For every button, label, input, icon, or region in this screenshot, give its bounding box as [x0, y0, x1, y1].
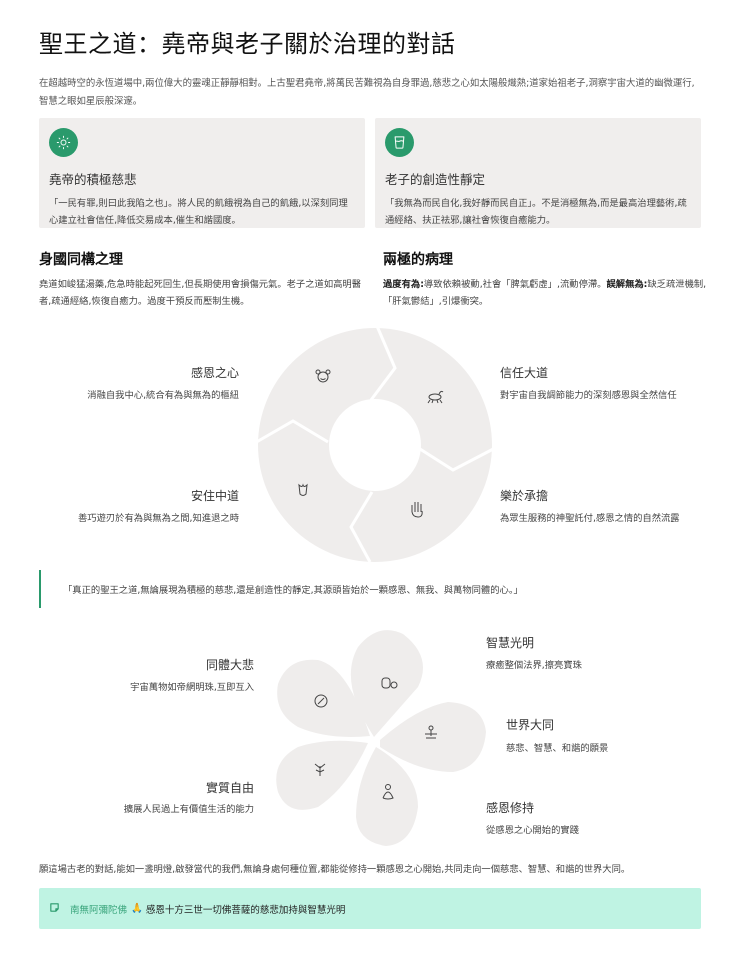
sprout-icon	[314, 763, 326, 776]
bold-label: 過度有為:	[383, 279, 424, 290]
flower-bud-icon	[298, 483, 308, 496]
ant-icon	[427, 390, 444, 404]
card-text: 「一民有罪,則曰此我陷之也」。將人民的飢餓視為自己的飢餓,以深刻同理心建立社會信…	[49, 198, 348, 226]
cycle-item-title: 信任大道	[500, 366, 549, 380]
cycle-diagram	[258, 328, 492, 562]
child-face-icon	[315, 369, 331, 383]
petal-item-title: 實質自由	[205, 781, 254, 795]
petal-item-desc: 擴展人民過上有價值生活的能力	[123, 804, 254, 815]
page-title: 聖王之道：堯帝與老子關於治理的對話	[39, 30, 456, 58]
meditation-icon	[425, 725, 437, 739]
callout-text: 感恩十方三世一切佛菩薩的慈悲加持與智慧光明	[145, 904, 346, 916]
card-laozi: 老子的創造性靜定 「我無為而民自化,我好靜而民自正」。不是消極無為,而是最高治理…	[375, 118, 701, 228]
text: 缺乏疏泄機制,「肝氣鬱結」,引爆衝突。	[383, 279, 707, 307]
callout-green-text: 南無阿彌陀佛	[70, 904, 128, 916]
section-title: 身國同構之理	[39, 252, 123, 268]
praying-hands-icon: 🙏	[131, 903, 143, 914]
card-title: 老子的創造性靜定	[385, 172, 486, 187]
cycle-item-desc: 為眾生服務的神聖託付,感恩之情的自然流露	[500, 513, 680, 524]
note-icon	[49, 902, 60, 916]
petal-item-title: 智慧光明	[486, 636, 535, 650]
section-title: 兩極的病理	[383, 252, 453, 268]
closing-paragraph: 願這場古老的對話,能如一盞明燈,啟發當代的我們,無論身處何種位置,都能從修持一顆…	[39, 864, 631, 875]
section-text: 堯道如峻猛湯藥,危急時能起死回生,但長期使用會損傷元氣。老子之道如高明醫者,疏通…	[39, 279, 362, 307]
quote-block: 「真正的聖王之道,無論展現為積極的慈悲,還是創造性的靜定,其源頭皆始於一顆感恩、…	[39, 570, 701, 608]
petal-item-desc: 宇宙萬物如帝網明珠,互即互入	[130, 682, 254, 693]
petal-item-title: 感恩修持	[486, 801, 535, 815]
compass-icon	[314, 694, 328, 708]
petal-diagram	[276, 630, 486, 846]
card-yao: 堯帝的積極慈悲 「一民有罪,則曰此我陷之也」。將人民的飢餓視為自己的飢餓,以深刻…	[39, 118, 365, 228]
hand-icon	[411, 502, 423, 518]
intro-paragraph: 在超越時空的永恆道場中,兩位偉大的靈魂正靜靜相對。上古聖君堯帝,將萬民苦難視為自…	[39, 78, 695, 107]
petal-item-desc: 慈悲、智慧、和諧的願景	[506, 743, 609, 754]
cycle-item-desc: 對宇宙自我調節能力的深刻感恩與全然信任	[500, 390, 677, 401]
callout-box: 南無阿彌陀佛 🙏 感恩十方三世一切佛菩薩的慈悲加持與智慧光明	[39, 888, 701, 929]
card-text: 「我無為而民自化,我好靜而民自正」。不是消極無為,而是最高治理藝術,疏通經絡、扶…	[385, 198, 687, 226]
petal-item-desc: 療癒整個法界,擦亮寶珠	[486, 660, 582, 671]
petal-item-title: 同體大悲	[205, 658, 254, 672]
cycle-item-desc: 消融自我中心,統合有為與無為的樞紐	[87, 390, 239, 401]
petal-item-desc: 從感恩之心開始的實踐	[486, 825, 579, 836]
cycle-item-title: 樂於承擔	[500, 489, 549, 503]
card-title: 堯帝的積極慈悲	[49, 172, 137, 187]
bold-label: 誤解無為:	[606, 279, 648, 290]
cycle-item-title: 安住中道	[190, 489, 239, 503]
petal-item-title: 世界大同	[506, 718, 555, 732]
water-glass-icon	[385, 128, 414, 157]
section-text: 過度有為:導致依賴被動,社會「脾氣虧虛」,流動停滯。誤解無為:缺乏疏泄機制,「肝…	[383, 276, 708, 310]
owl-bulb-icon	[381, 677, 398, 689]
sun-icon	[49, 128, 78, 157]
praying-person-icon	[382, 784, 394, 800]
cycle-item-title: 感恩之心	[190, 366, 239, 380]
text: 導致依賴被動,社會「脾氣虧虛」,流動停滯。	[423, 279, 607, 290]
cycle-item-desc: 善巧遊刃於有為與無為之間,知進退之時	[77, 513, 239, 524]
